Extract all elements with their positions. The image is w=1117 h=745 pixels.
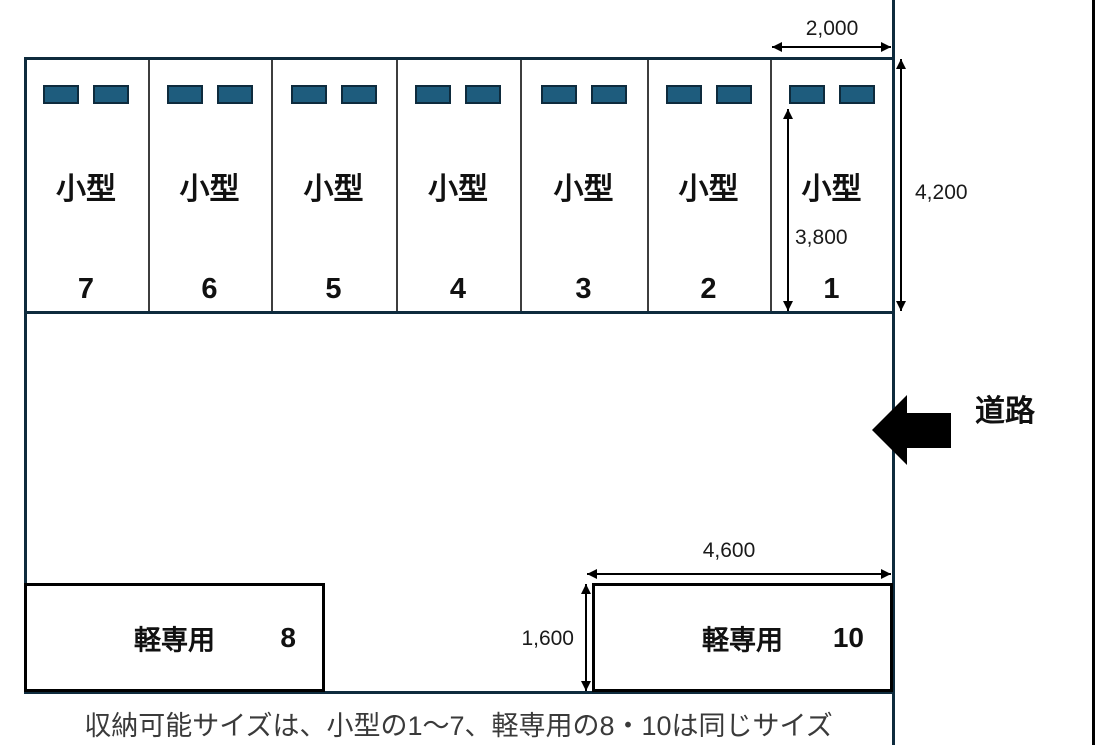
wheel-stop-icon — [415, 85, 451, 104]
stall-divider — [148, 60, 150, 311]
size-note-caption: 収納可能サイズは、小型の1〜7、軽専用の8・10は同じサイズ — [84, 711, 833, 741]
left-boundary-line — [24, 57, 27, 694]
kei-space-8: 軽専用 8 — [24, 583, 325, 692]
dimension-arrow-stall-width — [772, 42, 891, 52]
wheel-stop-icon — [93, 85, 129, 104]
wheel-stop-icon — [665, 85, 702, 104]
wheel-stop-icon — [540, 85, 577, 104]
wheel-stop-icon — [715, 85, 752, 104]
wheel-stop-icon — [788, 85, 825, 104]
dimension-arrow-row-depth — [896, 59, 906, 311]
wheel-stops — [271, 85, 396, 104]
dimension-arrow-stall-depth — [783, 109, 793, 311]
stall-number: 6 — [201, 273, 218, 305]
road-label: 道路 — [975, 395, 1035, 428]
property-right-boundary-line — [892, 0, 895, 745]
stall-number: 7 — [77, 273, 95, 305]
stall-3: 小型 3 — [520, 60, 647, 311]
wheel-stop-icon — [166, 85, 203, 104]
kei-space-number: 8 — [280, 621, 296, 653]
wheel-stop-icon — [465, 85, 501, 104]
stall-6: 小型 6 — [148, 60, 271, 311]
dimension-arrow-kei-width — [587, 569, 891, 579]
stall-5: 小型 5 — [271, 60, 396, 311]
wheel-stops — [647, 85, 770, 104]
stall-type-label: 小型 — [179, 173, 240, 206]
bottom-boundary-line — [24, 691, 893, 694]
stall-type-label: 小型 — [56, 173, 116, 206]
kei-space-number: 10 — [832, 621, 864, 653]
wheel-stops — [24, 85, 148, 104]
kei-space-10: 軽専用 10 — [592, 583, 893, 692]
stall-divider — [396, 60, 398, 311]
stall-divider — [520, 60, 522, 311]
road-far-edge-line — [1092, 0, 1095, 745]
wheel-stop-icon — [838, 85, 875, 104]
stall-1: 小型 1 — [770, 60, 893, 311]
stall-divider — [271, 60, 273, 311]
row-top-boundary-line — [24, 57, 893, 60]
stall-4: 小型 4 — [396, 60, 520, 311]
wheel-stop-icon — [290, 85, 327, 104]
dimension-label-stall-depth: 3,800 — [795, 226, 848, 249]
stall-type-label: 小型 — [801, 173, 862, 206]
stall-type-label: 小型 — [428, 173, 488, 206]
kei-space-label: 軽専用 — [134, 625, 215, 655]
stall-number: 3 — [575, 273, 592, 305]
dimension-label-kei-width: 4,600 — [702, 539, 756, 562]
stall-type-label: 小型 — [303, 173, 364, 206]
wheel-stop-icon — [216, 85, 253, 104]
road-arrow-icon — [906, 413, 951, 448]
dimension-label-row-depth: 4,200 — [915, 181, 968, 204]
wheel-stop-icon — [340, 85, 377, 104]
stall-number: 5 — [325, 273, 342, 305]
stall-divider — [647, 60, 649, 311]
stall-type-label: 小型 — [553, 173, 614, 206]
wheel-stop-icon — [590, 85, 627, 104]
stall-divider — [770, 60, 772, 311]
wheel-stops — [396, 85, 520, 104]
stall-number: 4 — [449, 273, 467, 305]
wheel-stops — [770, 85, 893, 104]
stall-type-label: 小型 — [678, 173, 739, 206]
dimension-label-stall-width: 2,000 — [805, 17, 859, 40]
stall-7: 小型 7 — [24, 60, 148, 311]
row-bottom-boundary-line — [24, 311, 893, 314]
stall-2: 小型 2 — [647, 60, 770, 311]
kei-space-label: 軽専用 — [702, 625, 783, 655]
wheel-stops — [148, 85, 271, 104]
wheel-stop-icon — [43, 85, 79, 104]
dimension-label-kei-depth: 1,600 — [521, 627, 574, 650]
dimension-arrow-kei-depth — [581, 584, 591, 691]
stall-number: 2 — [700, 273, 717, 305]
road-arrow-icon — [872, 395, 907, 465]
wheel-stops — [520, 85, 647, 104]
stall-number: 1 — [823, 273, 840, 305]
